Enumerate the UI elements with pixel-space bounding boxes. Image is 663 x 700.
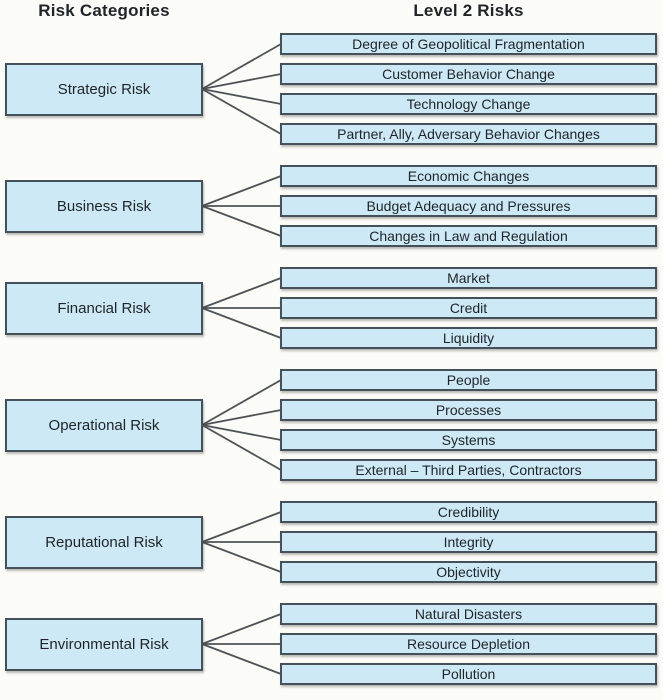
category-label: Business Risk [56, 197, 152, 215]
category-box: Financial Risk [5, 281, 203, 335]
category-box: Operational Risk [5, 398, 203, 452]
category-box: Environmental Risk [5, 617, 203, 671]
risk-section: Strategic Risk Degree of Geopolitical Fr… [0, 33, 663, 145]
category-cell: Reputational Risk [0, 515, 203, 569]
level2-risk-box: External – Third Parties, Contractors [280, 459, 657, 481]
level2-risk-label: Degree of Geopolitical Fragmentation [352, 36, 585, 52]
level2-risk-label: Pollution [441, 666, 496, 682]
category-cell: Financial Risk [0, 281, 203, 335]
level2-risk-label: Economic Changes [407, 168, 530, 184]
level2-risk-box: Liquidity [280, 327, 657, 349]
level2-risk-box: Credibility [280, 501, 657, 523]
column-header-risk-categories: Risk Categories [38, 1, 170, 20]
level2-risk-label: People [446, 372, 491, 388]
level2-risk-box: Budget Adequacy and Pressures [280, 195, 657, 217]
level2-risk-box: Credit [280, 297, 657, 319]
category-label: Reputational Risk [45, 533, 163, 551]
category-cell: Environmental Risk [0, 617, 203, 671]
level2-risk-label: Technology Change [406, 96, 531, 112]
category-cell: Business Risk [0, 179, 203, 233]
category-box: Strategic Risk [5, 62, 203, 116]
level2-risk-box: Customer Behavior Change [280, 63, 657, 85]
level2-risk-label: Objectivity [436, 564, 501, 580]
category-label: Environmental Risk [39, 635, 169, 653]
level2-risk-label: Systems [441, 432, 496, 448]
level2-risk-box: Degree of Geopolitical Fragmentation [280, 33, 657, 55]
level2-risk-box: Natural Disasters [280, 603, 657, 625]
level2-risk-box: Technology Change [280, 93, 657, 115]
level2-risk-label: Partner, Ally, Adversary Behavior Change… [337, 126, 600, 142]
level2-risk-label: Processes [435, 402, 502, 418]
level2-risk-box: Processes [280, 399, 657, 421]
level2-risk-box: Market [280, 267, 657, 289]
level2-risk-label: Budget Adequacy and Pressures [366, 198, 571, 214]
level2-risk-label: Liquidity [442, 330, 495, 346]
level2-risk-label: Integrity [443, 534, 494, 550]
level2-risk-box: Partner, Ally, Adversary Behavior Change… [280, 123, 657, 145]
level2-risk-box: Pollution [280, 663, 657, 685]
category-label: Strategic Risk [57, 80, 151, 98]
level2-risk-box: Resource Depletion [280, 633, 657, 655]
level2-risk-label: Resource Depletion [407, 636, 530, 652]
diagram-sections: Strategic Risk Degree of Geopolitical Fr… [0, 33, 663, 685]
level2-risk-label: Credibility [437, 504, 500, 520]
category-box: Business Risk [5, 179, 203, 233]
level2-risk-box: Economic Changes [280, 165, 657, 187]
category-label: Financial Risk [57, 299, 151, 317]
level2-risk-label: Changes in Law and Regulation [369, 228, 568, 244]
category-cell: Strategic Risk [0, 62, 203, 116]
category-label: Operational Risk [48, 416, 160, 434]
category-cell: Operational Risk [0, 398, 203, 452]
level2-risk-label: Market [447, 270, 490, 286]
level2-risk-box: Integrity [280, 531, 657, 553]
level2-risk-label: Credit [449, 300, 488, 316]
column-header-level2-risks: Level 2 Risks [413, 1, 524, 20]
level2-risk-box: Objectivity [280, 561, 657, 583]
level2-risk-box: Systems [280, 429, 657, 451]
category-box: Reputational Risk [5, 515, 203, 569]
level2-risk-label: Natural Disasters [414, 606, 523, 622]
level2-risk-box: Changes in Law and Regulation [280, 225, 657, 247]
level2-risk-label: Customer Behavior Change [382, 66, 555, 82]
level2-risk-label: External – Third Parties, Contractors [355, 462, 582, 478]
level2-risk-box: People [280, 369, 657, 391]
